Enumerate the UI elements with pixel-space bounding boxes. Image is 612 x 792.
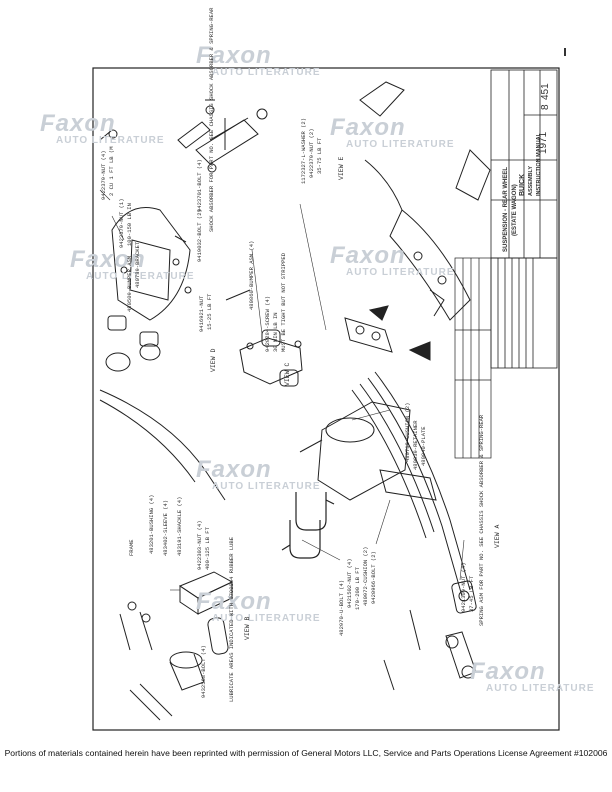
callout-label: LUBRICATE AREAS INDICATED WITH 9790044 R… (228, 536, 235, 702)
callout-label: 9422379-NUT (2) (308, 128, 315, 178)
callout-label: 9420284-SCREW (4) (264, 295, 271, 352)
u-bolt-drawing (281, 492, 335, 559)
callout-label: 9419032-BOLT (2) (196, 209, 203, 262)
callout-label: 9421309-NUT (4) (460, 562, 467, 612)
callout-label: 483191-SHACKLE (4) (176, 496, 183, 556)
callout-label: 400-125 LB FT (204, 527, 211, 570)
callout-label: 9432568-BOLT (4) (200, 645, 207, 698)
callout-label: VIEW E (338, 156, 345, 180)
title-block-make: BUICK (519, 173, 526, 196)
callout-label: VIEW C (284, 362, 291, 386)
callout-label: 483402-SLEEVE (4) (162, 499, 169, 556)
callout-label: 480972-CUSHION (2) (362, 546, 369, 606)
callout-label: MUST BE TIGHT BUT NOT STRIPPED (280, 252, 287, 352)
callout-label: 480040-PLATE (420, 426, 427, 466)
rear-shackle-drawing (383, 609, 477, 691)
callout-label: 9423701-BOLT (4) (196, 159, 203, 212)
callout-label: SPRING ASM FOR PART NO. SEE CHASSIS SHOC… (478, 414, 485, 626)
title-block-year: 1971 (538, 131, 549, 154)
bumper-bracket-drawing (99, 129, 192, 372)
callout-label: 170-200 LB FT (354, 567, 361, 610)
callout-label: 480039-RETAINER (412, 420, 419, 470)
title-block-section: ASSEMBLY (528, 165, 534, 196)
callout-label: 9421502-NUT (4) (346, 558, 353, 608)
callout-label: 480860-BUMPER ASM (4) (248, 240, 255, 310)
revision-block (454, 257, 492, 459)
callout-label: 15-25 LB FT (206, 293, 213, 330)
callout-label: VIEW B (244, 616, 251, 640)
view-a-bracket-drawing (359, 81, 491, 361)
drawing-border (92, 67, 560, 731)
callout-label: SHOCK ABSORBER FOR PART NO. SEE CHASSIS … (208, 7, 215, 232)
callout-label: 480789-BRACKET (134, 241, 141, 288)
title-block-title: SUSPENSION - REAR WHEEL (503, 166, 509, 252)
callout-label: 1172327-L-WASHER (2) (300, 117, 307, 184)
callout-label: 37-45 LB FT (468, 575, 475, 612)
leader-lines (99, 189, 465, 591)
callout-label: FRAME (128, 539, 135, 556)
title-block-subtitle: (ESTATE WAGON) (512, 184, 518, 236)
callout-label: 482970-U-BOLT (4) (338, 579, 345, 636)
callout-label: 483201-BUSHING (4) (148, 494, 155, 554)
callout-label: 9422303-NUT (4) (196, 520, 203, 570)
callout-label: 30 MIN LB IN (272, 312, 279, 352)
callout-label: 9416921-NUT (198, 295, 205, 332)
callout-label: 2 CU 1 FT LB (M (108, 146, 115, 196)
title-block (490, 69, 558, 369)
bumper-asm-drawing (225, 289, 303, 387)
axle-housing-drawing (299, 317, 411, 501)
callout-label: VIEW D (210, 348, 217, 372)
callout-label: 9422379-NUT (1) (118, 198, 125, 248)
callout-label: 480712-CUSHION (2) (404, 402, 411, 462)
frame-rail-drawing (99, 389, 226, 501)
leaf-spring-drawing (351, 371, 477, 614)
callout-label: 35-75 LB FT (316, 137, 323, 174)
callout-label: VIEW A (494, 524, 501, 548)
callout-label: 480509-BUMPER ASM (126, 255, 133, 312)
shackle-assembly-drawing (119, 571, 234, 721)
license-footer: Portions of materials contained herein h… (4, 748, 608, 758)
title-block-group: 8 (540, 104, 551, 110)
title-block-page: 451 (540, 83, 551, 100)
callout-label: 9422379-NUT (4) (100, 150, 107, 200)
callout-label: 9420966-BOLT (2) (370, 551, 377, 604)
callout-label: 100-150 LB IN (126, 203, 133, 246)
shock-absorber-drawing (177, 99, 268, 173)
